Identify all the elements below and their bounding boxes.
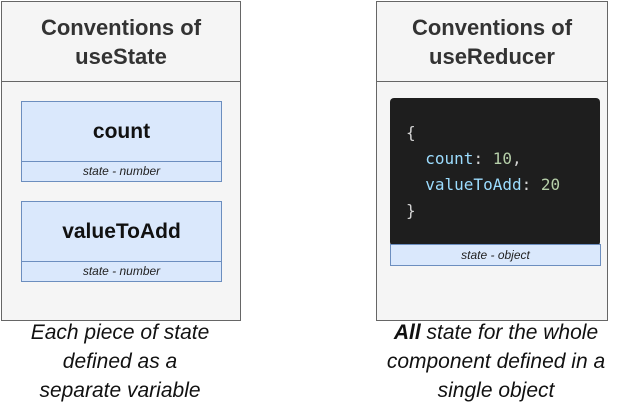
usereducer-caption-line2: component defined in a — [386, 350, 606, 373]
code-open-brace: { — [406, 123, 416, 142]
code-value: 20 — [540, 175, 561, 194]
caption-emphasis: All — [393, 321, 421, 344]
usestate-caption-line1: Each piece of state — [30, 321, 210, 344]
usestate-caption-line2: defined as a — [62, 350, 178, 373]
usestate-caption-line3: separate variable — [39, 379, 201, 402]
state-variable-card-count: count state - number — [21, 101, 222, 182]
usestate-title-line2: useState — [75, 43, 167, 69]
state-variable-type: state - number — [82, 264, 161, 278]
usestate-panel-title: Conventions of useState — [2, 2, 240, 82]
state-object-type-label: state - object — [390, 244, 601, 266]
code-key: count — [425, 149, 474, 168]
usestate-title-line1: Conventions of — [40, 14, 202, 40]
usereducer-panel-title: Conventions of useReducer — [377, 2, 607, 82]
code-entry-count: count: 10, — [425, 149, 522, 168]
code-close-brace: } — [406, 201, 416, 220]
code-key: valueToAdd — [425, 175, 522, 194]
usereducer-caption: All state for the whole component define… — [362, 318, 630, 405]
usereducer-title-line1: Conventions of — [411, 14, 573, 40]
usestate-panel: Conventions of useState count state - nu… — [1, 1, 241, 321]
state-variable-card-valuetoadd: valueToAdd state - number — [21, 201, 222, 282]
state-variable-type: state - number — [82, 164, 161, 178]
code-entry-valuetoadd: valueToAdd: 20 — [425, 175, 561, 194]
usereducer-panel: Conventions of useReducer { count: 10, v… — [376, 1, 608, 321]
state-object-code-block: { count: 10, valueToAdd: 20 } — [390, 98, 600, 246]
state-variable-name: valueToAdd — [22, 202, 221, 262]
usereducer-caption-line1: All state for the whole — [362, 318, 630, 347]
state-variable-name: count — [22, 102, 221, 162]
usereducer-caption-line3: single object — [437, 379, 555, 402]
code-value: 10 — [492, 149, 512, 168]
usereducer-title-line2: useReducer — [429, 43, 555, 69]
caption-text: state for the whole — [420, 321, 599, 344]
usestate-caption: Each piece of state defined as a separat… — [0, 318, 240, 405]
